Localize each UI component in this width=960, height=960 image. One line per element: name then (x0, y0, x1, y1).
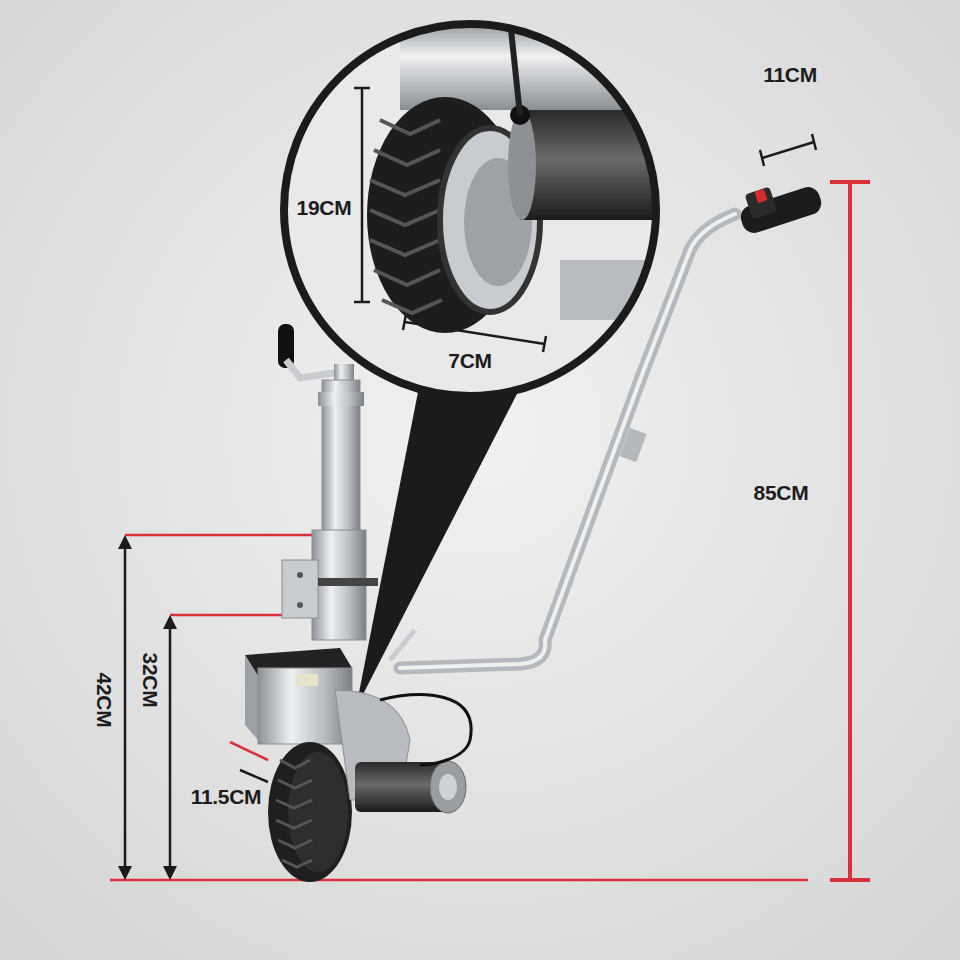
dimension-label: 85CM (754, 482, 809, 503)
dimension-arrows (118, 134, 816, 880)
dimension-label: 11CM (763, 64, 817, 85)
dimension-label: 7CM (448, 350, 491, 371)
dimension-label: 32CM (140, 653, 161, 708)
dimension-label: 42CM (94, 673, 115, 728)
dimension-label: 11.5CM (191, 786, 262, 807)
dimension-label: 19CM (297, 197, 352, 218)
magnifier-detail (280, 20, 670, 400)
